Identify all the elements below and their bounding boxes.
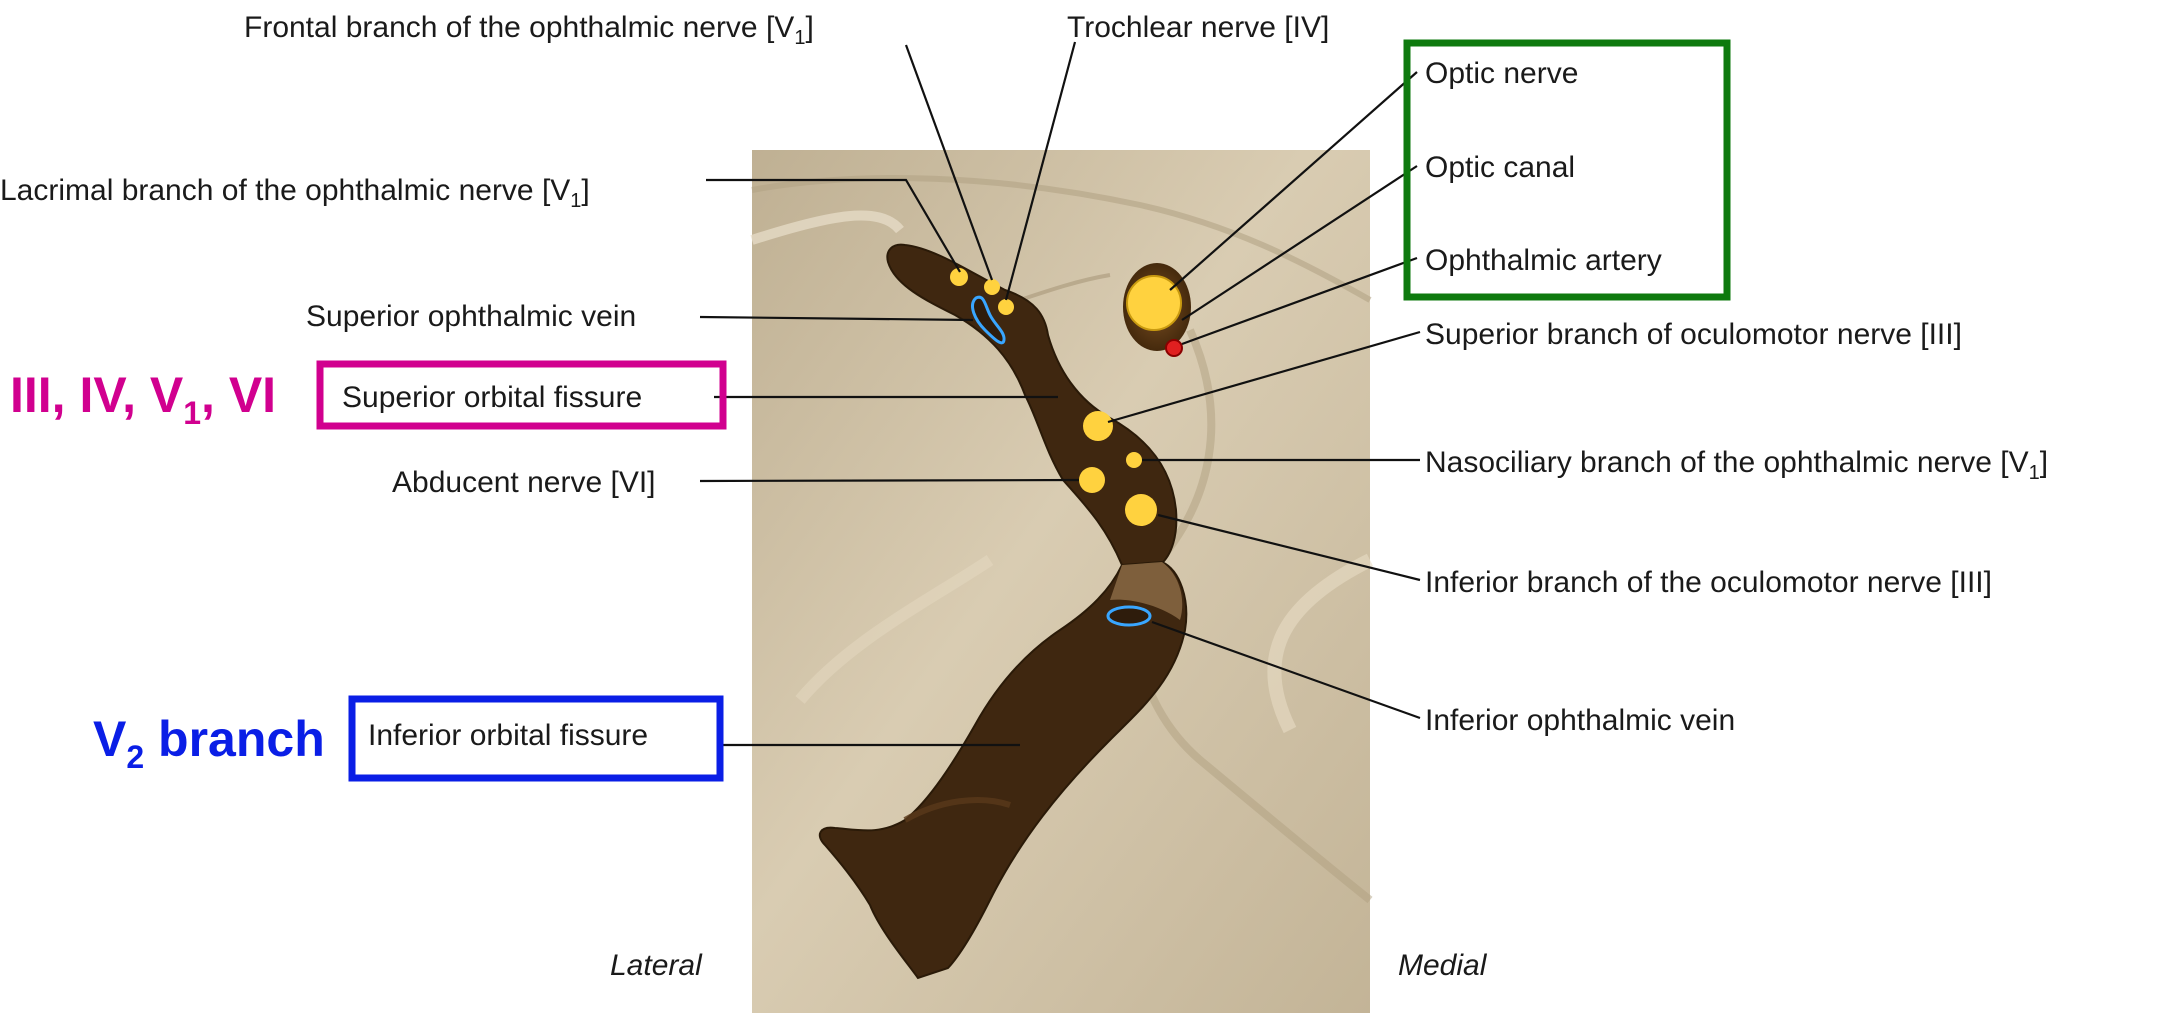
trochlear-nerve-dot bbox=[998, 299, 1014, 315]
optic-canal-label: Optic canal bbox=[1425, 151, 1575, 184]
superior-orbital-fissure-label: Superior orbital fissure bbox=[342, 381, 642, 414]
optic-nerve-dot bbox=[1127, 276, 1181, 330]
inferior-branch-oculomotor-label: Inferior branch of the oculomotor nerve … bbox=[1425, 566, 1992, 599]
superior-oculomotor-dot bbox=[1083, 411, 1113, 441]
iof-contents-annotation: V2 branch bbox=[93, 711, 325, 775]
trochlear-label: Trochlear nerve [IV] bbox=[1067, 11, 1329, 44]
ophthalmic-artery-label: Ophthalmic artery bbox=[1425, 244, 1662, 277]
superior-ophthalmic-vein-label: Superior ophthalmic vein bbox=[306, 300, 636, 333]
abducent-nerve-dot bbox=[1079, 467, 1105, 493]
lacrimal-branch-label: Lacrimal branch of the ophthalmic nerve … bbox=[0, 174, 590, 212]
nasociliary-nerve-dot bbox=[1126, 452, 1142, 468]
bone-background bbox=[752, 150, 1370, 1013]
lateral-label: Lateral bbox=[610, 949, 703, 982]
superior-branch-oculomotor-label: Superior branch of oculomotor nerve [III… bbox=[1425, 318, 1962, 351]
sof-contents-annotation: III, IV, V1, VI bbox=[10, 367, 276, 431]
medial-label: Medial bbox=[1398, 949, 1488, 982]
optic-nerve-label: Optic nerve bbox=[1425, 57, 1578, 90]
inferior-oculomotor-dot bbox=[1125, 494, 1157, 526]
inferior-ophthalmic-vein-label: Inferior ophthalmic vein bbox=[1425, 704, 1735, 737]
inferior-orbital-fissure-label: Inferior orbital fissure bbox=[368, 719, 648, 752]
frontal-nerve-dot bbox=[984, 279, 1000, 295]
inferior-ophthalmic-vein-shape bbox=[1108, 607, 1150, 625]
nasociliary-branch-label: Nasociliary branch of the ophthalmic ner… bbox=[1425, 446, 2048, 484]
ophthalmic-artery-dot bbox=[1166, 340, 1182, 356]
frontal-branch-label: Frontal branch of the ophthalmic nerve [… bbox=[244, 11, 814, 49]
abducent-label: Abducent nerve [VI] bbox=[392, 466, 656, 499]
